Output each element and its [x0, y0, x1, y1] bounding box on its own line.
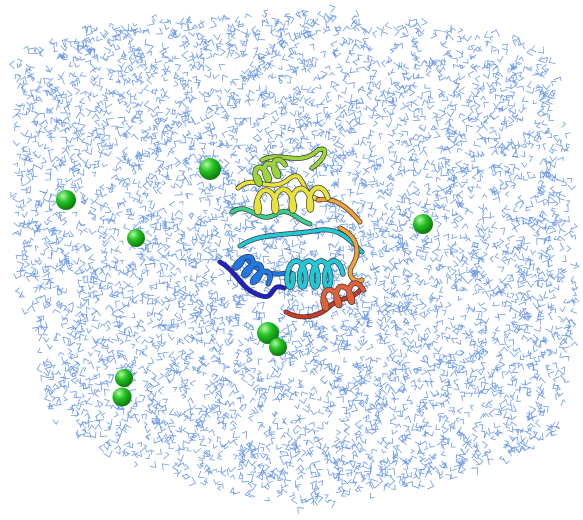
- strand-blue: [218, 260, 286, 299]
- helix-blue: [233, 254, 273, 286]
- ion-sphere: [56, 190, 76, 210]
- protein-ribbon: [217, 146, 367, 320]
- ion-sphere: [269, 338, 287, 356]
- loop-center: [238, 228, 364, 254]
- loop-yellow: [316, 197, 362, 224]
- ion-sphere: [413, 214, 433, 234]
- water-solvent-box: [8, 4, 580, 514]
- water-molecules: [8, 4, 580, 514]
- ion-sphere: [127, 229, 145, 247]
- ion-sphere: [257, 322, 279, 344]
- helix-cyan: [285, 258, 345, 290]
- ion-sphere: [199, 158, 221, 180]
- ion-sphere: [112, 387, 132, 407]
- helix-yellow: [254, 185, 330, 215]
- ion-sphere: [115, 369, 133, 387]
- helix-orange: [321, 281, 366, 311]
- ion-spheres: [56, 158, 433, 407]
- helix-green: [253, 157, 288, 187]
